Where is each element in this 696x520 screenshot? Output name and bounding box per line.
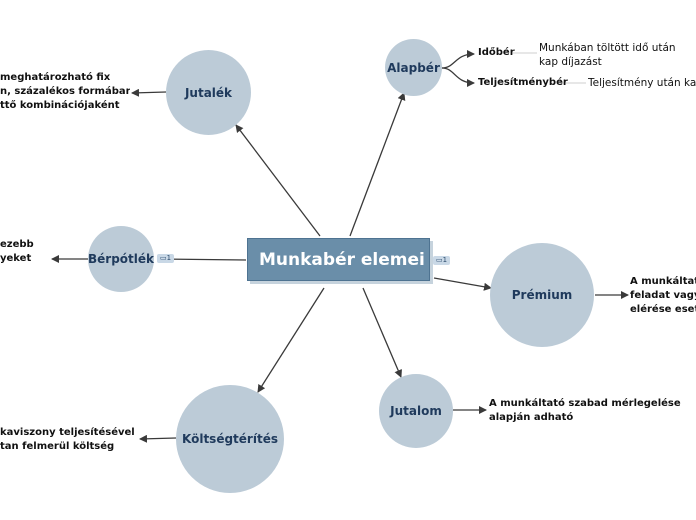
node-koltsegterites[interactable]: Költségtérítés: [176, 385, 284, 493]
comment-icon: ▭: [436, 256, 443, 264]
note-berpotlek: ezebb yeket: [0, 238, 50, 266]
node-jutalom[interactable]: Jutalom: [379, 374, 453, 448]
edge-koltseg-note: [139, 434, 177, 443]
edge-jutalek-note: [131, 88, 167, 97]
subnode-idober[interactable]: Időbér: [478, 47, 515, 58]
note-teljesitmeny: Teljesítmény után kap: [588, 76, 696, 90]
node-alapber[interactable]: Alapbér: [385, 39, 442, 96]
note-jutalom: A munkáltató szabad mérlegelése alapján …: [489, 397, 681, 425]
node-premium[interactable]: Prémium: [490, 243, 594, 347]
central-comment-badge[interactable]: ▭1: [433, 256, 451, 265]
edge-jutalek: [235, 124, 321, 237]
note-jutalek: meghatározható fix n, százalékos formába…: [0, 71, 130, 113]
subnode-teljesitmenyber[interactable]: Teljesítménybér: [478, 77, 568, 88]
edge-koltseg: [257, 287, 325, 393]
note-premium: A munkáltató feladat vagy elérése eseté: [630, 275, 696, 317]
central-topic-title: Munkabér elemei: [259, 249, 425, 270]
edge-idober: [441, 50, 475, 69]
central-topic[interactable]: Munkabér elemei: [247, 238, 430, 281]
note-idober: Munkában töltött idő után kap díjazást: [539, 41, 696, 69]
comment-icon: ▭: [160, 254, 167, 262]
edge-premium: [433, 277, 492, 291]
edge-jutalom: [362, 287, 402, 378]
node-berpotlek[interactable]: Bérpótlék: [88, 226, 154, 292]
note-koltsegterites: kaviszony teljesítésével tan felmerül kö…: [0, 426, 138, 454]
edge-alapber: [349, 92, 406, 237]
berpotlek-comment-badge[interactable]: ▭1: [157, 254, 175, 263]
edge-teljesitmeny: [441, 67, 475, 87]
node-jutalek[interactable]: Jutalék: [166, 50, 251, 135]
